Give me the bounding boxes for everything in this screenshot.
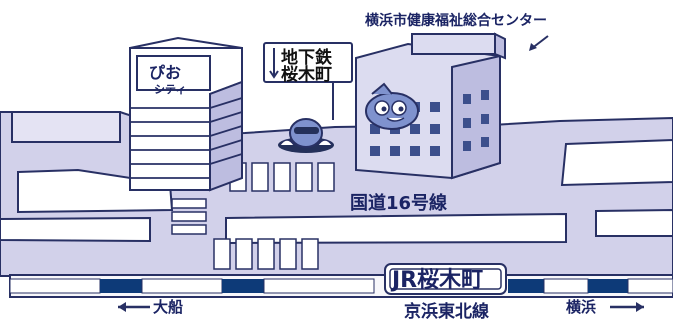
crosswalk-bottom (213, 238, 319, 270)
sign-line-1: 地下鉄 (281, 47, 332, 68)
mascot-icon (365, 82, 419, 130)
health-center-label: 横浜市健康福祉総合センター (365, 12, 547, 29)
health-center-building (355, 32, 506, 180)
center-lower-block (225, 212, 567, 245)
arrow-down-icon (269, 70, 279, 79)
railway (9, 274, 673, 298)
arrow-right-icon (610, 302, 644, 312)
arrow-left-icon (118, 302, 150, 312)
sign-line-2: 桜木町 (281, 64, 332, 85)
left-lower-block (0, 216, 151, 243)
direction-left-label: 大船 (153, 298, 183, 316)
direction-right-label: 横浜 (566, 298, 596, 316)
right-lower-block (595, 208, 673, 237)
upper-left-road-block (11, 111, 121, 143)
route-label: 国道16号線 (350, 192, 447, 214)
pointer-arrow-head (529, 43, 537, 51)
subway-sign (263, 42, 353, 120)
building-left-subname: シティ (154, 83, 186, 96)
station-label: JR桜木町 (390, 268, 483, 293)
mole-icon (278, 118, 334, 153)
upper-right-block (560, 138, 673, 187)
crosswalk-top (229, 162, 335, 192)
building-left-name: ぴお (149, 63, 181, 82)
crosswalk-left (171, 198, 207, 235)
left-building (129, 36, 243, 192)
station-box (384, 263, 507, 295)
line-label: 京浜東北線 (404, 301, 489, 322)
